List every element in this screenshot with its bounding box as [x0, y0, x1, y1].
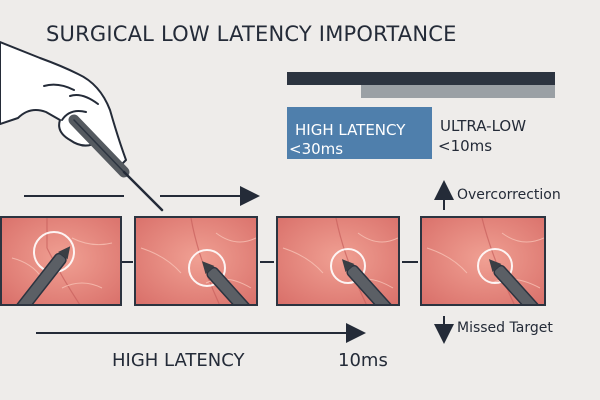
ultra-low-label: ULTRA-LOW [440, 117, 527, 135]
latency-bar-light [361, 85, 555, 98]
tissue-panel-2 [134, 216, 258, 306]
tissue-image-4 [422, 218, 544, 304]
high-latency-value: <30ms [289, 140, 344, 158]
overcorrection-label: Overcorrection [457, 187, 561, 203]
tissue-image-1 [2, 218, 120, 304]
probe-icon-1 [15, 246, 71, 304]
high-latency-label: HIGH LATENCY [295, 121, 406, 139]
latency-bar-dark [287, 72, 555, 85]
scalpel-icon [68, 114, 164, 212]
ultra-low-value: <10ms [438, 137, 493, 155]
footer-high-latency: HIGH LATENCY [112, 350, 245, 371]
tissue-image-3 [278, 218, 398, 304]
probe-icon-3 [341, 259, 398, 304]
probe-icon-4 [488, 259, 544, 304]
page-title: SURGICAL LOW LATENCY IMPORTANCE [46, 22, 457, 46]
tissue-panel-3 [276, 216, 400, 306]
probe-icon-2 [201, 261, 256, 304]
high-latency-box: HIGH LATENCY <30ms [287, 107, 432, 159]
tissue-panel-1 [0, 216, 122, 306]
footer-ms: 10ms [338, 350, 388, 371]
missed-target-label: Missed Target [457, 320, 553, 336]
tissue-image-2 [136, 218, 256, 304]
tissue-panel-4 [420, 216, 546, 306]
